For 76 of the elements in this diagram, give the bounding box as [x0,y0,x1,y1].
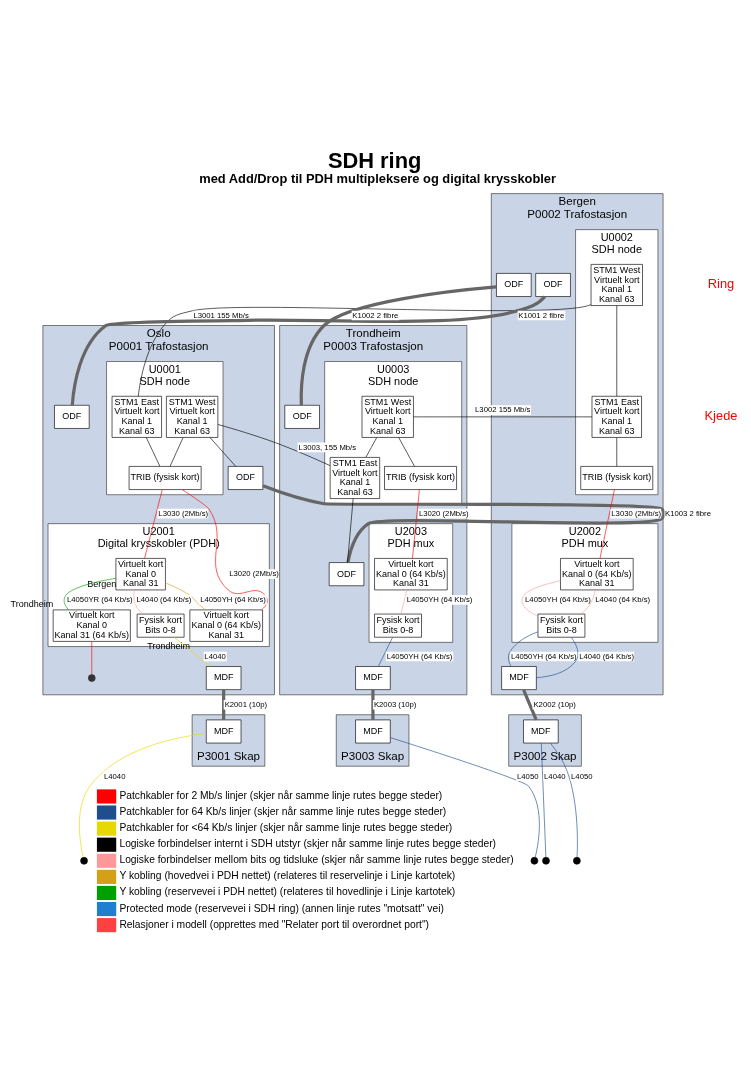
node-box: STM1 West Virtuelt kort Kanal 1 Kanal 63 [361,395,414,438]
connector [413,416,593,417]
legend-label: Logiske forbindelser internt i SDH utstyr (skjer når samme linje rutes begge steder) [119,837,497,849]
node-box: ODF [54,404,90,429]
node-box: MDF [205,665,242,690]
legend-label: Logiske forbindelser mellom bits og tidsluke (skjer når samme linje rutes begge steder) [119,853,514,865]
connector [540,742,547,858]
connector [508,631,539,667]
connector [522,688,538,720]
connector [173,636,211,667]
connector [536,636,579,678]
node-box: ODF [284,404,320,429]
node-box: TRIB (fysisk kort) [128,465,202,490]
connector [521,579,561,617]
connector [217,423,331,466]
node-box: ODF [535,272,571,297]
connector [133,589,144,614]
node-box: Virtuelt kort Kanal 0 (64 Kb/s) Kanal 31 [560,557,634,590]
node-box: MDF [205,719,242,743]
legend-label: Patchkabler for 2 Mb/s linjer (skjer når samme linje rutes begge steder) [119,789,443,801]
node-box: Fysisk kort Bits 0-8 [537,613,586,638]
connector [378,636,393,667]
node-box: Fysisk kort Bits 0-8 [136,613,185,638]
node-box: ODF [496,272,532,297]
node-box: Virtuelt kort Kanal 0 (64 Kb/s) Kanal 31 [374,557,448,590]
node-box: STM1 East Virtuelt kort Kanal 1 Kanal 63 [329,456,380,499]
node-box: STM1 West Virtuelt kort Kanal 1 Kanal 63 [166,395,219,438]
node-box: TRIB (fysisk kort) [580,465,654,490]
connector [599,488,615,559]
legend-label: Patchkabler for <64 Kb/s linjer (skjer når samme linje rutes begge steder) [119,821,453,833]
connector [91,640,93,675]
node-label: Bergen [87,578,117,589]
connector [146,436,161,467]
connector [63,577,117,610]
node-box: STM1 East Virtuelt kort Kanal 1 Kanal 63 [111,395,162,438]
node-box: Virtuelt kort Kanal 0 Kanal 31 (64 Kb/s) [52,609,131,642]
connector [580,589,596,614]
connector [209,436,236,467]
node-box: ODF [328,561,365,586]
node-box: TRIB (fysisk kort) [384,465,457,490]
connector [398,436,415,467]
node-box: MDF [523,719,559,743]
legend-label: Protected mode (reservevei i SDH ring) (annen linje rutes "motsatt" vei) [119,901,444,913]
node-box: STM1 East Virtuelt kort Kanal 1 Kanal 63 [591,395,642,438]
connector [70,294,546,405]
node-box: Fysisk kort Bits 0-8 [374,613,422,638]
node-box: Virtuelt kort Kanal 0 (64 Kb/s) Kanal 31 [189,609,263,642]
connector [79,732,207,858]
connector [347,497,354,563]
node-box: STM1 West Virtuelt kort Kanal 1 Kanal 63 [590,263,643,306]
legend-label: Relasjoner i modell (opprettes med "Relater port til overordnet port") [119,918,430,930]
node-box: Virtuelt kort Kanal 0 Kanal 31 [115,557,166,590]
connector [616,304,618,396]
node-box: MDF [355,665,391,690]
legend-label: Y kobling (hovedvei i PDH nettet) (relateres til reservelinje i Linje kartotek) [119,869,456,881]
connector [169,436,184,467]
connector [165,582,206,610]
node-label: Trondheim [10,598,54,609]
connector [144,488,163,559]
node-label: Trondheim [147,640,190,651]
label: Kjede [704,407,738,423]
connector [412,488,420,559]
node-box: ODF [227,465,264,490]
connector [371,689,375,720]
connector [365,436,378,457]
connector [400,589,408,614]
legend-label: Patchkabler for 64 Kb/s linjer (skjer når samme linje rutes begge steder) [119,805,447,817]
label: Ring [707,275,735,291]
node-box: MDF [355,719,391,743]
connector [137,303,592,397]
legend-label: Y kobling (reservevei i PDH nettet) (relateres til hovedlinje i Linje kartotek) [119,885,456,897]
connector [616,436,618,467]
connector [550,742,578,858]
node-box: MDF [501,665,537,690]
connector [299,284,497,405]
connector [222,689,226,720]
